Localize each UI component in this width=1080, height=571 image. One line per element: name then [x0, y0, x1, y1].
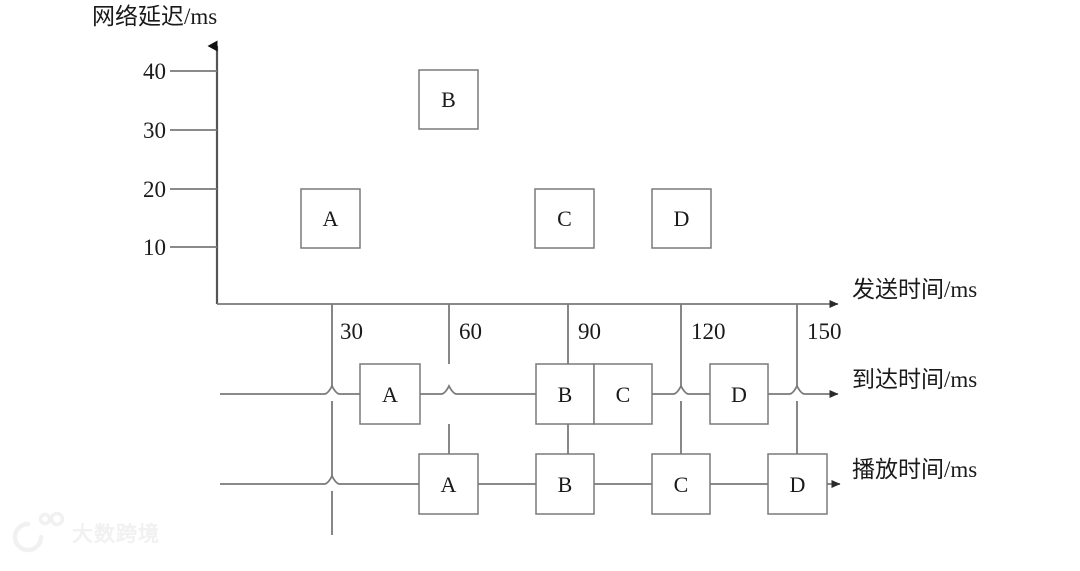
delay-box-c-rect[interactable]	[534, 188, 595, 249]
arrival-line-seg-1	[220, 383, 360, 395]
play-box-c-rect[interactable]	[651, 453, 711, 515]
play-line-seg-1	[220, 473, 419, 485]
play-box-d[interactable]: D	[767, 453, 828, 515]
send-time-axis-group: 发送时间/ms 30 60 90 120 150	[217, 277, 977, 344]
play-box-a-rect[interactable]	[418, 453, 479, 515]
delay-box-c[interactable]: C	[534, 188, 595, 249]
delay-box-b-label: B	[441, 87, 456, 112]
play-box-b[interactable]: B	[535, 453, 595, 515]
arrival-box-b[interactable]: B	[535, 363, 595, 425]
delay-boxes-group: A B C D	[300, 69, 712, 249]
arrival-box-a-rect[interactable]	[359, 363, 421, 425]
delay-box-c-label: C	[557, 206, 572, 231]
send-time-axis-title: 发送时间/ms	[852, 277, 977, 302]
arrival-line-seg-2	[420, 383, 536, 395]
arrival-box-c[interactable]: C	[593, 363, 653, 425]
x-tick-label-30: 30	[340, 319, 363, 344]
delay-box-a[interactable]: A	[300, 188, 361, 249]
play-box-d-rect[interactable]	[767, 453, 828, 515]
arrival-box-b-label: B	[558, 382, 573, 407]
arrival-timeline-group: 到达时间/ms A B C D	[220, 363, 977, 425]
y-tick-label-20: 20	[143, 177, 166, 202]
play-box-b-label: B	[558, 472, 573, 497]
play-box-a-label: A	[441, 472, 457, 497]
delay-box-a-label: A	[323, 206, 339, 231]
x-tick-label-120: 120	[691, 319, 726, 344]
play-axis-title: 播放时间/ms	[852, 457, 977, 482]
play-box-d-label: D	[790, 472, 806, 497]
arrival-axis-title: 到达时间/ms	[852, 367, 977, 392]
droplines-group	[331, 304, 798, 535]
watermark-logo-icon	[12, 511, 65, 553]
x-tick-label-90: 90	[578, 319, 601, 344]
x-tick-label-150: 150	[807, 319, 842, 344]
arrival-box-a-label: A	[382, 382, 398, 407]
watermark: 大数跨境	[12, 511, 160, 553]
arrival-line-seg-4	[768, 383, 839, 398]
arrival-line-seg-3	[652, 383, 710, 395]
delay-box-d-rect[interactable]	[651, 188, 712, 249]
delay-box-b[interactable]: B	[418, 69, 479, 130]
arrival-box-d-label: D	[731, 382, 747, 407]
y-tick-label-30: 30	[143, 118, 166, 143]
y-axis-group: 40 30 20 10 网络延迟/ms	[92, 4, 219, 304]
watermark-text: 大数跨境	[72, 522, 160, 546]
arrival-box-c-label: C	[616, 382, 631, 407]
arrival-box-b-rect[interactable]	[535, 363, 595, 425]
y-tick-label-10: 10	[143, 235, 166, 260]
delay-box-a-rect[interactable]	[300, 188, 361, 249]
arrival-box-c-rect[interactable]	[593, 363, 653, 425]
arrival-box-a[interactable]: A	[359, 363, 421, 425]
delay-box-b-rect[interactable]	[418, 69, 479, 130]
play-box-c[interactable]: C	[651, 453, 711, 515]
play-box-b-rect[interactable]	[535, 453, 595, 515]
play-box-a[interactable]: A	[418, 453, 479, 515]
delay-box-d-label: D	[674, 206, 690, 231]
play-timeline-group: 播放时间/ms A B C D	[220, 453, 977, 515]
y-tick-label-40: 40	[143, 59, 166, 84]
arrival-box-d-rect[interactable]	[709, 363, 769, 425]
y-axis-title: 网络延迟/ms	[92, 4, 217, 29]
play-box-c-label: C	[674, 472, 689, 497]
delay-box-d[interactable]: D	[651, 188, 712, 249]
x-tick-label-60: 60	[459, 319, 482, 344]
arrival-box-d[interactable]: D	[709, 363, 769, 425]
